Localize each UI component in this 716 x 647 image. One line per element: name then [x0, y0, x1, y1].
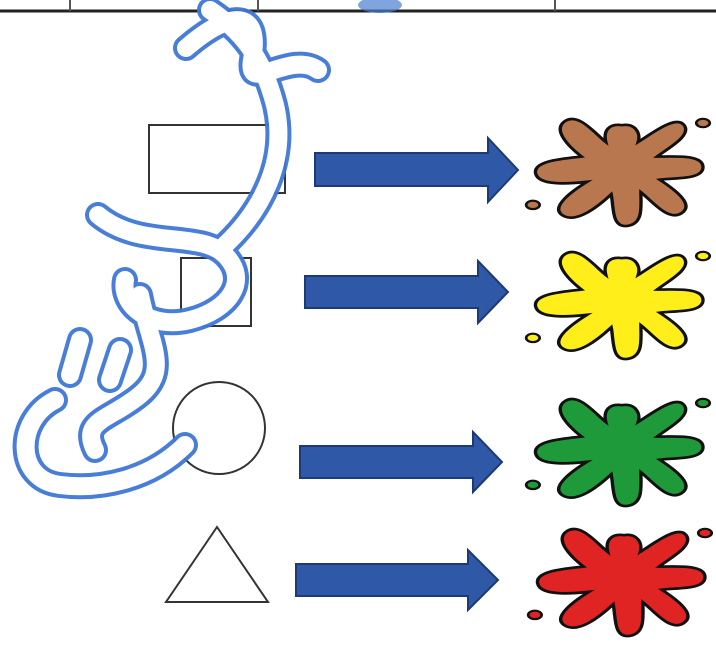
circle-shape: [172, 381, 266, 475]
red-paint-splat: [526, 527, 714, 638]
arrow-2: [304, 258, 510, 326]
brown-paint-splat: [524, 117, 712, 228]
paint-splats: [524, 117, 714, 638]
arrow-1: [314, 135, 520, 205]
top-table-strip: [0, 0, 716, 13]
triangle-shape: [164, 525, 270, 603]
green-paint-splat: [524, 397, 712, 508]
calligraphy-overlay: [12, 0, 331, 500]
yellow-paint-splat: [524, 250, 712, 361]
arrow-3: [299, 429, 504, 495]
arrow-4: [295, 547, 500, 613]
